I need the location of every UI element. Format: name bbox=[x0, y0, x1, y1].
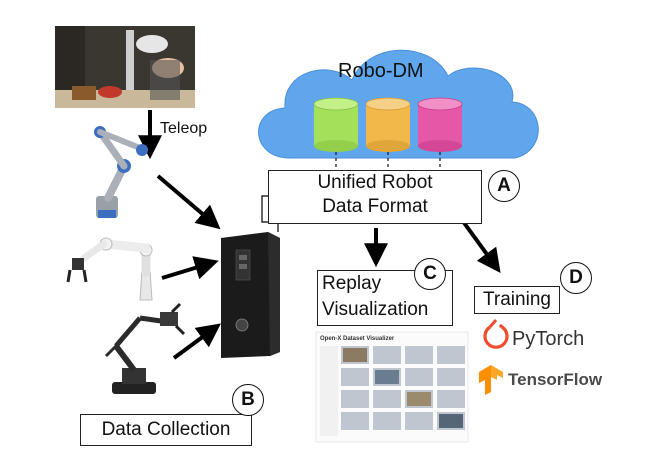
unified-format-line2: Data Format bbox=[322, 196, 428, 217]
cloud-title: Robo-DM bbox=[338, 60, 424, 82]
franka-to-pc-arrow bbox=[161, 256, 219, 280]
training-box: Training bbox=[474, 286, 560, 314]
badge-a: A bbox=[488, 170, 520, 202]
database-orange-icon bbox=[365, 97, 411, 152]
unified-format-line1: Unified Robot bbox=[317, 172, 433, 193]
training-label: Training bbox=[483, 289, 551, 310]
widowx-robot-arm-icon bbox=[104, 302, 186, 394]
pytorch-logo-icon bbox=[483, 319, 509, 349]
replay-line2: Visualization bbox=[322, 299, 429, 320]
pc-to-unified-line bbox=[261, 195, 279, 232]
badge-b: B bbox=[232, 384, 264, 416]
unified-format-box: Unified Robot Data Format bbox=[268, 170, 482, 224]
database-links bbox=[335, 152, 441, 170]
teleop-label: Teleop bbox=[160, 120, 208, 137]
widowx-to-pc-arrow bbox=[172, 323, 222, 360]
desktop-pc-icon bbox=[221, 232, 280, 358]
badge-c: C bbox=[414, 258, 446, 290]
badge-d: D bbox=[560, 262, 592, 294]
database-green-icon bbox=[313, 97, 359, 152]
replay-line1: Replay bbox=[322, 273, 382, 294]
visualizer-screenshot bbox=[315, 331, 469, 443]
visualizer-title: Open-X Dataset Visualizer bbox=[320, 336, 395, 342]
teleop-photo bbox=[55, 26, 195, 108]
data-collection-label: Data Collection bbox=[101, 419, 231, 440]
unified-to-training-arrow bbox=[460, 218, 501, 274]
pytorch-label: PyTorch bbox=[512, 328, 585, 350]
tensorflow-logo-icon bbox=[479, 365, 503, 395]
data-collection-box: Data Collection bbox=[80, 414, 252, 446]
franka-robot-arm-icon bbox=[66, 237, 153, 301]
database-pink-icon bbox=[417, 97, 463, 152]
ur-robot-arm-icon bbox=[94, 126, 148, 218]
ur-to-pc-arrow bbox=[156, 174, 221, 230]
tensorflow-label: TensorFlow bbox=[508, 370, 603, 389]
